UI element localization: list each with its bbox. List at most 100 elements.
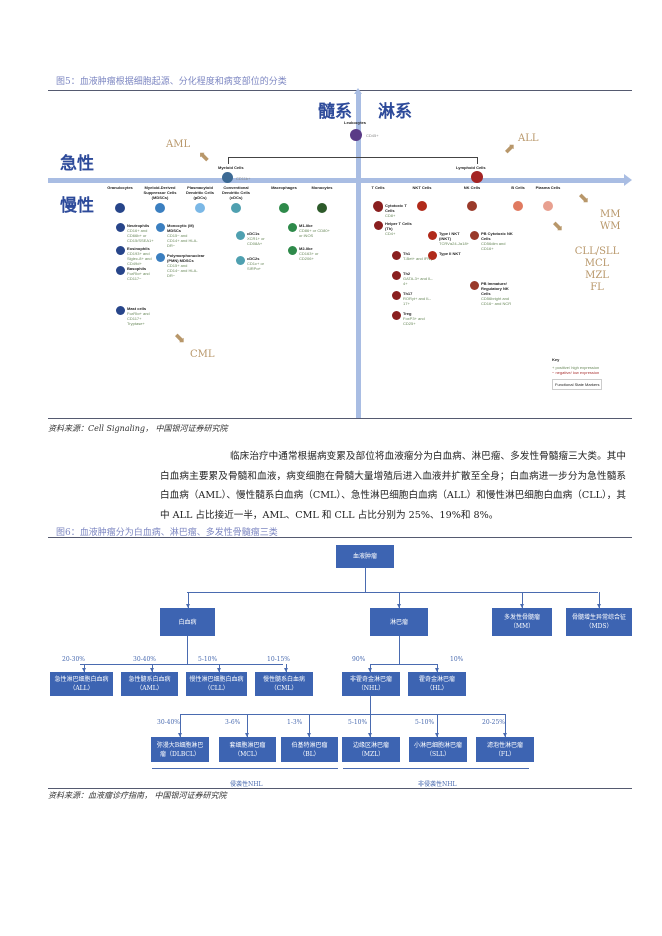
cell-icon	[513, 201, 523, 211]
cell-icon	[317, 203, 327, 213]
leukemia-node: 急性髓系白血病 （AML）	[121, 672, 178, 696]
figure6-source: 资料来源：血液瘤诊疗指南， 中国银河证券研究院	[48, 791, 227, 800]
subtype-markers: GATA-3+ and IL-4+	[403, 276, 433, 286]
connector-line	[599, 592, 600, 608]
subtype-markers: CD15+ and CD14− and HLA-DR−	[167, 263, 198, 278]
mm-label: MM	[600, 209, 621, 220]
cell-icon	[116, 223, 125, 232]
column-header: Myeloid-Derived Suppressor Cells (MDSCs)	[143, 185, 177, 200]
aml-label: AML	[166, 139, 191, 150]
cell-icon	[236, 256, 245, 265]
leukocytes-marker: CD45+	[366, 133, 379, 138]
column-header: Granulocytes	[107, 185, 133, 190]
key-item: Functional State Markers	[552, 379, 603, 390]
nhl-subtype-node: 套细胞淋巴瘤 （MCL）	[219, 737, 276, 762]
body-paragraph: 临床治疗中通常根据病变累及部位将血液瘤分为白血病、淋巴瘤、多发性骨髓瘤三大类。其…	[160, 451, 626, 521]
arrow-icon: ⬊	[174, 331, 186, 347]
subtype-markers: CD16+ and CD66b+ or CD15/SSEA1+	[127, 228, 154, 243]
cell-icon	[279, 203, 289, 213]
subtype-name: Polymorphonuclear (PMN) MDSCs	[167, 253, 205, 263]
arrow-icon: ⬈	[504, 141, 516, 157]
cell-icon	[195, 203, 205, 213]
percentage-label: 30-40%	[133, 656, 156, 663]
category-node: 骨髓增生异常综合征 （MDS）	[566, 608, 632, 636]
subtype-name: Basophils	[127, 266, 147, 271]
connector-line	[309, 714, 310, 737]
subtype-name: Monocytic (M) MDSCs	[167, 223, 194, 233]
column-header: Monocytes	[311, 185, 333, 190]
subtype-name: Neutrophils	[127, 223, 150, 228]
arrow-icon	[284, 668, 288, 672]
arrow-icon	[245, 733, 249, 737]
subtype-name: Helper T Cells (Th)	[385, 221, 412, 231]
subtype-markers: CD56bright and CD16− and NCR	[481, 296, 512, 306]
divider	[48, 90, 632, 91]
arrow-icon	[150, 668, 154, 672]
cell-icon	[116, 266, 125, 275]
root-node: 血液肿瘤	[336, 545, 394, 568]
cell-icon	[470, 231, 479, 240]
myeloid-marker: CD11b+	[236, 176, 251, 181]
myeloid-cell-icon	[222, 172, 233, 183]
lymphoma-node: 非霍奇金淋巴瘤 （NHL）	[342, 672, 400, 696]
connector-line	[187, 592, 598, 593]
subtype-markers: CD4+	[385, 231, 396, 236]
subtype-markers: CD8+	[385, 213, 396, 218]
cell-icon	[467, 201, 477, 211]
subtype-name: Mast cells	[127, 306, 147, 311]
connector-line	[187, 636, 188, 664]
subtype-name: cDC1s	[247, 231, 260, 236]
key-item: − negative/ low expression	[552, 370, 600, 375]
cell-icon	[543, 201, 553, 211]
subtype-name: PB Cytotoxic NK Cells	[481, 231, 513, 241]
nhl-subtype-node: 滤泡性淋巴瘤 （FL）	[476, 737, 534, 762]
cell-icon	[470, 281, 479, 290]
percentage-label: 10-15%	[267, 656, 290, 663]
all-label: ALL	[518, 133, 539, 144]
arrow-icon	[397, 604, 401, 608]
nhl-subtype-node: 伯基特淋巴瘤 （BL）	[281, 737, 338, 762]
cell-icon	[116, 246, 125, 255]
lymphoma-node: 霍奇金淋巴瘤 （HL）	[408, 672, 466, 696]
subtype-markers: FcεRIα+ and CD117−	[127, 271, 150, 281]
category-node: 多发性骨髓瘤 （MM）	[492, 608, 552, 636]
key-title: Key	[552, 357, 560, 362]
wm-label: WM	[600, 221, 621, 232]
arrow-icon	[217, 668, 221, 672]
indolent-nhl-label: 非侵袭性NHL	[418, 781, 457, 788]
cml-label: CML	[190, 349, 215, 360]
cell-icon	[374, 203, 383, 212]
subtype-markers: CD56dim and CD16+	[481, 241, 506, 251]
connector-line	[399, 636, 400, 664]
lymphoid-label: 淋系	[378, 102, 412, 122]
figure5-source: 资料来源：Cell Signaling， 中国银河证券研究院	[48, 424, 228, 433]
arrow-icon	[503, 733, 507, 737]
subtype-name: Cytotoxic T Cells	[385, 203, 407, 213]
cell-icon	[288, 223, 297, 232]
nhl-subtype-node: 弥漫大B细胞淋巴 瘤（DLBCL）	[151, 737, 209, 762]
subtype-name: Th2	[403, 271, 411, 276]
column-header: T Cells	[371, 185, 385, 190]
divider	[48, 537, 632, 538]
axis-arrow-icon	[354, 88, 362, 94]
leukemia-node: 慢性淋巴细胞白血病 （CLL）	[186, 672, 247, 696]
divider	[48, 788, 632, 789]
leukemia-node: 急性淋巴细胞白血病 （ALL）	[50, 672, 113, 696]
acute-label: 急性	[60, 154, 94, 174]
cll-sll-label: CLL/SLL	[574, 246, 620, 257]
cell-icon	[428, 231, 437, 240]
axis-arrow-icon	[624, 174, 632, 186]
cell-icon	[288, 246, 297, 255]
subtype-markers: FoxP3+ and CD25+	[403, 316, 425, 326]
cell-icon	[392, 291, 401, 300]
lymphoma-disease-list: CLL/SLL MCL MZL FL	[572, 246, 622, 294]
cell-subtype: Type II NKT	[439, 251, 471, 256]
cell-icon	[156, 253, 165, 262]
